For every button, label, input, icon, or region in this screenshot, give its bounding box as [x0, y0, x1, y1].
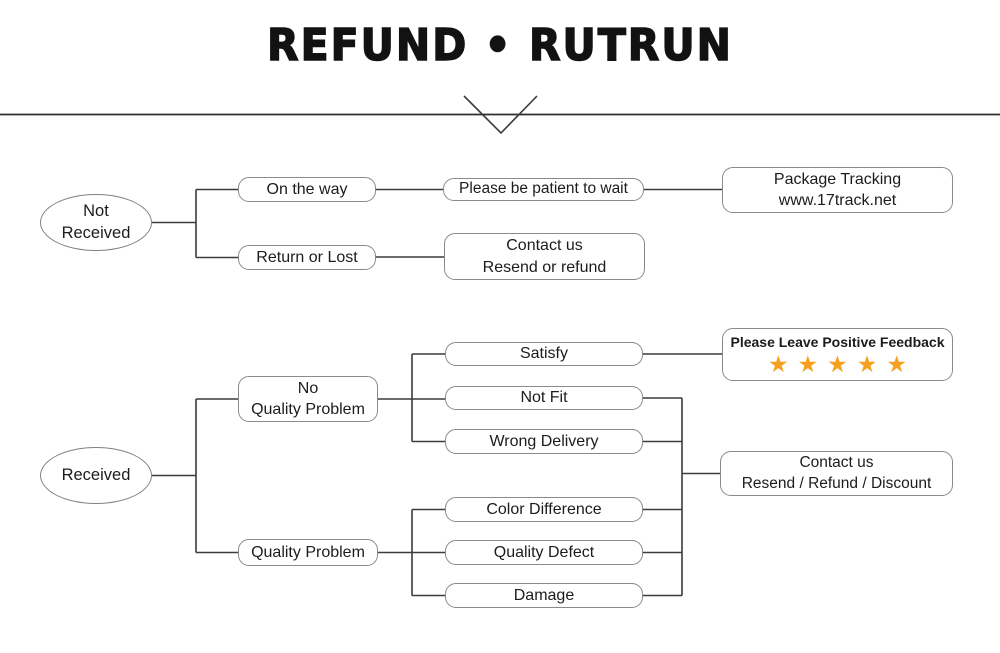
feedback-label: Please Leave Positive Feedback	[730, 334, 945, 351]
five-star-rating-icon: ★★★★★	[767, 350, 917, 377]
node-not-received: Not Received	[40, 194, 152, 251]
node-contact-us-resend-refund-discount: Contact us Resend / Refund / Discount	[720, 451, 953, 496]
node-quality-problem: Quality Problem	[238, 539, 378, 566]
node-no-quality-problem: No Quality Problem	[238, 376, 378, 422]
node-satisfy: Satisfy	[445, 342, 643, 366]
node-not-fit: Not Fit	[445, 386, 643, 410]
node-positive-feedback: Please Leave Positive Feedback ★★★★★	[722, 328, 953, 381]
down-chevron-icon	[463, 95, 538, 135]
node-wrong-delivery: Wrong Delivery	[445, 429, 643, 454]
node-quality-defect: Quality Defect	[445, 540, 643, 565]
node-on-the-way: On the way	[238, 177, 376, 202]
flow-connectors	[152, 188, 722, 597]
node-damage: Damage	[445, 583, 643, 608]
node-return-or-lost: Return or Lost	[238, 245, 376, 270]
node-contact-us-resend-refund: Contact us Resend or refund	[444, 233, 645, 280]
node-please-be-patient: Please be patient to wait	[443, 178, 644, 201]
diagram-title: REFUND • RUTRUN	[266, 19, 733, 71]
node-color-difference: Color Difference	[445, 497, 643, 522]
node-received: Received	[40, 447, 152, 504]
node-package-tracking: Package Tracking www.17track.net	[722, 167, 953, 213]
